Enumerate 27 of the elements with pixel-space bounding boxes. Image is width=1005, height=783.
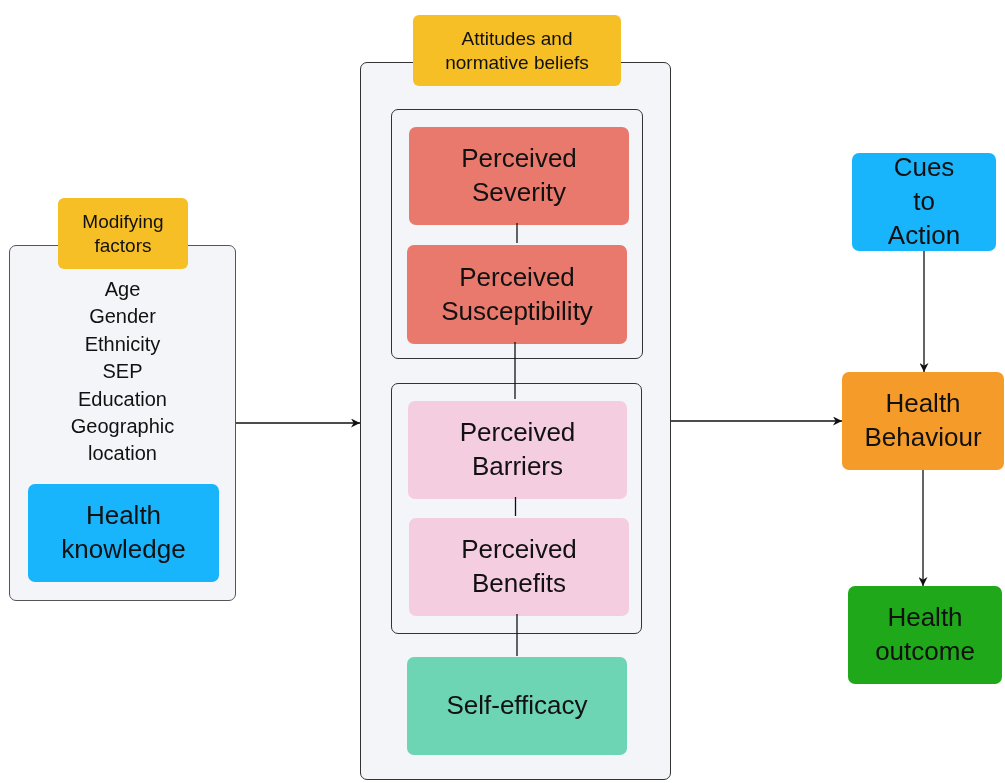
- concept-box: Health knowledge: [28, 484, 219, 582]
- factor-text: Ethnicity: [84, 331, 161, 357]
- concept-box: Perceived Barriers: [408, 401, 627, 499]
- group-frame: [391, 109, 643, 359]
- connector-line: [514, 341, 516, 400]
- arrow: [918, 469, 928, 587]
- arrow: [919, 250, 929, 373]
- factor-text: SEP: [102, 359, 143, 385]
- group-frame: [391, 383, 642, 634]
- heading-tag: Attitudes and normative beliefs: [413, 15, 621, 86]
- concept-box: Perceived Severity: [409, 127, 629, 225]
- concept-box: Perceived Susceptibility: [407, 245, 627, 344]
- concept-box: Health outcome: [848, 586, 1002, 684]
- heading-tag: Modifying factors: [58, 198, 188, 269]
- factor-text: Gender: [89, 304, 156, 330]
- concept-box: Cues to Action: [852, 153, 996, 251]
- factor-text: Education: [78, 386, 167, 412]
- connector-line: [516, 222, 518, 244]
- factor-text: Geographic location: [69, 414, 176, 467]
- concept-box: Perceived Benefits: [409, 518, 629, 616]
- concept-box: Self-efficacy: [407, 657, 627, 755]
- connector-line: [516, 613, 518, 657]
- connector-line: [514, 496, 517, 517]
- arrow: [235, 418, 361, 428]
- concept-box: Health Behaviour: [842, 372, 1004, 470]
- factor-text: Age: [104, 277, 141, 302]
- arrow: [670, 416, 843, 426]
